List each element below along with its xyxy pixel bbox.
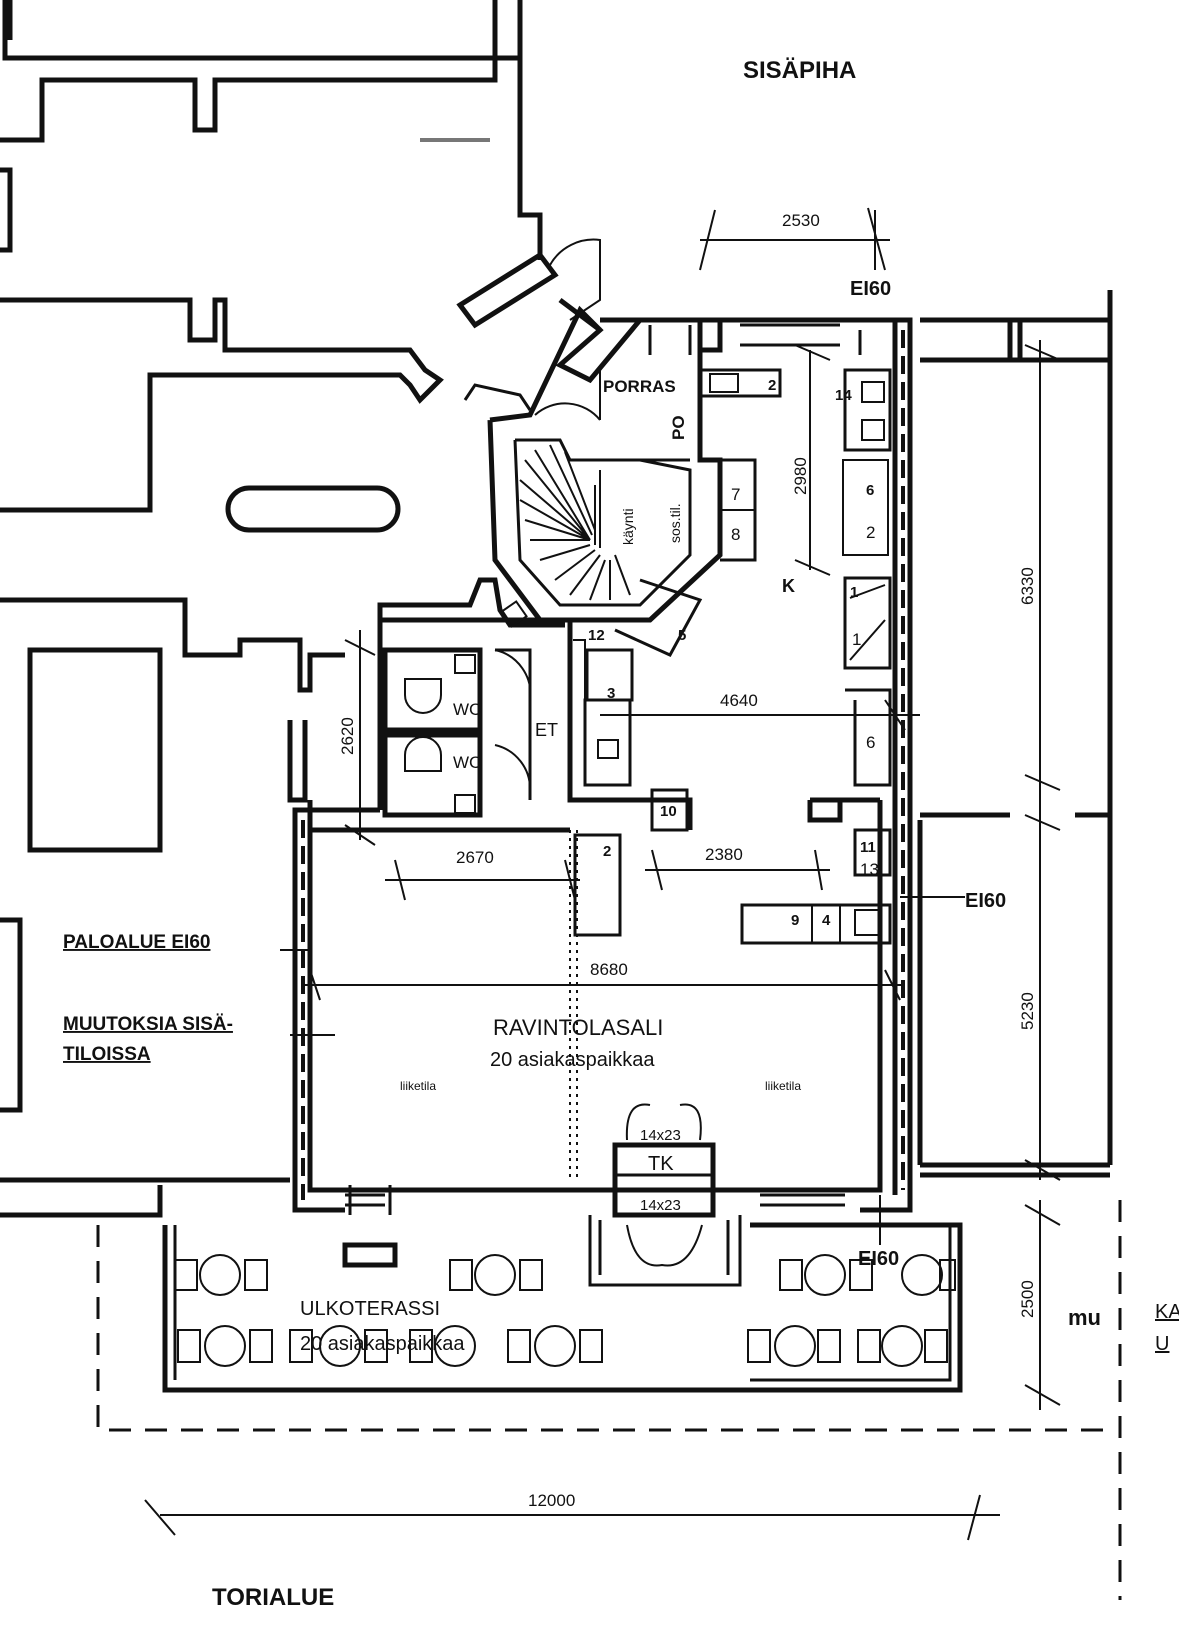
equipment-14: 14 [835,387,852,404]
wc-area [382,600,532,818]
fire-area-label: PALOALUE EI60 [63,932,210,953]
stair-label: PORRAS [603,377,676,396]
edge-label-ka: KA [1155,1301,1179,1323]
equipment-7: 7 [731,485,740,504]
equipment-numbers: 2 14 6 2 7 8 1 1 12 5 3 6 10 2 11 13 9 4 [588,377,879,929]
equipment-11: 11 [860,839,876,856]
dimension-2980: 2980 [791,457,810,495]
wind-lobby-label: TK [648,1153,674,1175]
dimension-2500: 2500 [1018,1280,1037,1318]
equipment-9: 9 [791,912,799,929]
equipment-6-handwritten: 6 [866,733,875,752]
wc-label-1: WC [453,700,481,719]
neighbor-building-walls [0,0,543,1218]
terrace-label: ULKOTERASSI [300,1298,440,1320]
social-room-label: sos.til. [667,503,683,543]
dining-seats-label: 20 asiakaspaikkaa [490,1049,655,1071]
equipment-2-counter: 2 [603,843,611,860]
dining-room-label: RAVINTOLASALI [493,1015,663,1040]
et-label: ET [535,720,558,740]
door-size-top: 14x23 [640,1127,681,1144]
mu-label: mu [1068,1305,1101,1330]
business-space-label-left: liiketila [400,1079,436,1093]
dimension-2380: 2380 [705,845,743,864]
wc-label-2: WC [453,753,481,772]
fire-rating-top: EI60 [850,278,891,300]
dimension-6330: 6330 [1018,567,1037,605]
equipment-1-b: 1 [852,630,861,649]
dimension-2670: 2670 [456,848,494,867]
door-size-bottom: 14x23 [640,1197,681,1214]
business-space-label-right: liiketila [765,1079,801,1093]
courtyard-label: SISÄPIHA [743,57,856,84]
edge-label-u: U [1155,1333,1169,1355]
equipment-3: 3 [607,685,615,702]
dimension-2620: 2620 [338,717,357,755]
oval-column [225,485,401,533]
dimension-12000: 12000 [528,1491,575,1510]
interior-changes-label-2: TILOISSA [63,1044,151,1065]
kitchen-label: K [782,576,795,596]
equipment-13: 13 [860,860,879,879]
passage-label: käynti [620,508,636,545]
equipment-6-top: 6 [866,482,874,499]
fire-rating-labels: EI60 EI60 EI60 [850,278,1006,1270]
equipment-12: 12 [588,627,605,644]
equipment-5: 5 [678,627,686,644]
equipment-4: 4 [822,912,831,929]
dimension-5230: 5230 [1018,992,1037,1030]
equipment-1-a: 1 [850,584,858,601]
room-labels: SISÄPIHA PORRAS PO käynti sos.til. K WC … [63,57,1179,1611]
terrace-seats-label: 20 asiakaspaikkaa [300,1333,465,1355]
kitchen-fittings [573,368,892,945]
dotted-partition [569,830,578,1180]
interior-changes-label-1: MUUTOKSIA SISÄ- [63,1014,233,1035]
fire-rating-bottom: EI60 [858,1248,899,1270]
market-square-label: TORIALUE [212,1584,334,1611]
equipment-2-sink: 2 [768,377,776,394]
terrace [96,780,1122,1600]
po-label: PO [669,415,688,440]
fire-rating-right: EI60 [965,890,1006,912]
dimension-4640: 4640 [720,691,758,710]
equipment-8: 8 [731,525,740,544]
dimension-8680: 8680 [590,960,628,979]
dimension-2530: 2530 [782,211,820,230]
equipment-10: 10 [660,803,677,820]
entrance-doors [588,1103,742,1287]
dimension-lines [144,207,1061,1541]
dimension-labels: 2530 2980 6330 4640 2620 2670 2380 8680 … [338,211,1037,1510]
equipment-2-handwritten: 2 [866,523,875,542]
terrace-furniture [174,1254,956,1367]
